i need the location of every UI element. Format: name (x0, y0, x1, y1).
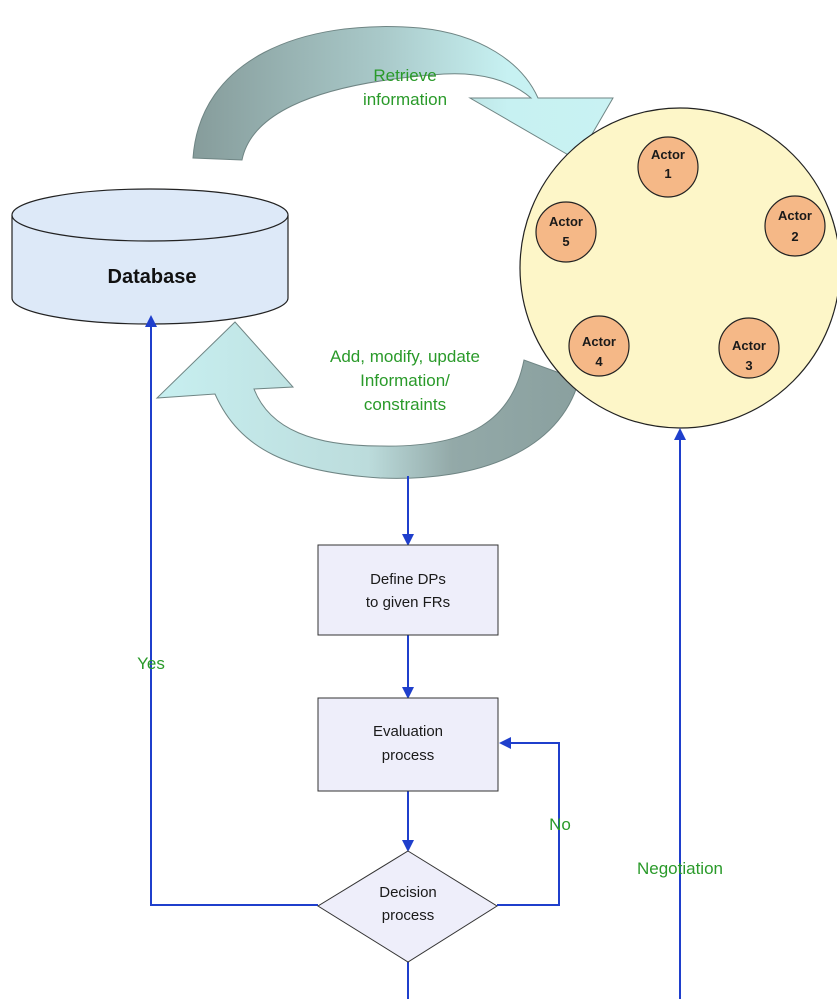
yes-label: Yes (137, 654, 165, 673)
update-label-line2: Information/ (360, 371, 450, 390)
database-label: Database (108, 266, 197, 288)
actor-2-label: Actor (778, 208, 812, 223)
actor-1-label: Actor (651, 147, 685, 162)
flow-yes-line (145, 315, 318, 906)
actor-1-number: 1 (664, 166, 671, 181)
no-label: No (549, 815, 571, 834)
actor-5: Actor 5 (535, 201, 597, 263)
actor-1: Actor 1 (637, 136, 699, 198)
actor-2: Actor 2 (764, 195, 826, 257)
retrieve-label-line1: Retrieve (373, 66, 436, 85)
decision-diamond (317, 850, 498, 963)
retrieve-arrow (192, 26, 614, 161)
actor-5-label: Actor (549, 214, 583, 229)
actor-3: Actor 3 (718, 317, 780, 379)
database (11, 188, 289, 325)
define-dps-line2: to given FRs (366, 594, 450, 611)
actor-5-number: 5 (562, 234, 569, 249)
actor-4-label: Actor (582, 334, 616, 349)
update-arrow (155, 321, 580, 479)
negotiation-label: Negotiation (637, 859, 723, 878)
actor-3-number: 3 (745, 358, 752, 373)
define-dps-box (317, 544, 499, 636)
actor-2-number: 2 (791, 229, 798, 244)
update-label-line3: constraints (364, 395, 446, 414)
actor-4-number: 4 (595, 354, 603, 369)
evaluation-line2: process (382, 747, 435, 764)
evaluation-box (317, 697, 499, 792)
decision-line2: process (382, 907, 435, 924)
retrieve-label-line2: information (363, 90, 447, 109)
evaluation-line1: Evaluation (373, 723, 443, 740)
flow-no-line (497, 737, 560, 906)
decision-line1: Decision (379, 884, 437, 901)
define-dps-line1: Define DPs (370, 571, 446, 588)
actor-3-label: Actor (732, 338, 766, 353)
actor-4: Actor 4 (568, 315, 630, 377)
update-label-line1: Add, modify, update (330, 347, 480, 366)
